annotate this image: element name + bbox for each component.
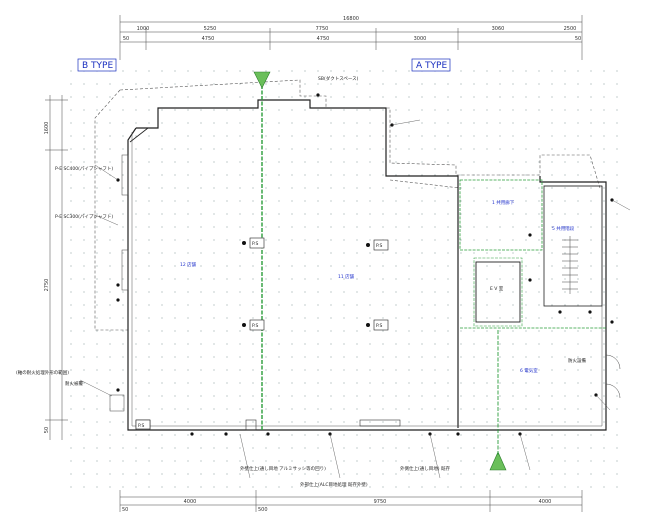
left-note-2: P-E SC300(パイプシャフト) <box>55 214 113 220</box>
left-wall-details <box>109 154 129 412</box>
top-dim-1: 1000 <box>137 26 150 32</box>
room-label-6: 6 電気室 <box>520 367 538 374</box>
bottom-small-2: 500 <box>258 507 268 513</box>
reference-grid <box>60 60 620 490</box>
outer-boundary-dashed <box>119 79 601 189</box>
ps-label-2: P.S <box>376 243 382 249</box>
second-dim-3: 4750 <box>317 36 330 42</box>
b-type-frame <box>77 58 117 72</box>
top-dim-5: 2500 <box>564 26 577 32</box>
left-dim-1: 1600 <box>44 122 50 135</box>
left-note-3: (軸の耐火処理外形の範囲) <box>16 369 69 376</box>
left-note-1: P-E SC400(パイプシャフト) <box>55 166 113 172</box>
left-note-4: 耐火被覆 <box>65 380 83 387</box>
top-dimension-lines <box>119 15 583 60</box>
second-dim-1: 50 <box>123 36 129 42</box>
corridor-room <box>459 179 543 251</box>
room-label-1: 1 共用廊下 <box>492 199 515 206</box>
left-dimension-lines <box>45 95 68 440</box>
left-dim-2: 2750 <box>44 279 50 292</box>
room-label-5: 5 共用階段 <box>552 225 575 232</box>
outer-boundary-dashed-mid <box>389 179 461 189</box>
right-note: 防火設備 <box>568 357 586 364</box>
door-swing-2 <box>605 383 621 399</box>
partition-marker-top <box>253 71 271 89</box>
pipe-shafts <box>135 237 389 430</box>
main-wall-upper <box>136 99 459 428</box>
annotation-leaders <box>79 119 631 479</box>
ev-room <box>475 261 521 323</box>
ev-room-fire-line <box>473 257 523 327</box>
top-note: SB(ダクトスペース) <box>318 75 359 82</box>
bottom-note-1: 外壁仕上(通し目地 アルミサッシ等の回り) <box>240 465 326 472</box>
partition-marker-bottom <box>489 451 507 471</box>
room-label-11: 11 店舗 <box>338 273 355 280</box>
a-type-label: A TYPE <box>416 61 447 71</box>
ps-label-4: P.S <box>376 323 382 329</box>
left-dim-3: 50 <box>44 427 50 433</box>
bottom-note-2: 外部仕上(ALC目地処理 既存外壁) <box>300 481 368 488</box>
top-dim-3: 7750 <box>316 26 329 32</box>
bottom-dim-1: 4000 <box>184 499 197 505</box>
second-dim-5: 50 <box>575 36 581 42</box>
b-type-label: B TYPE <box>82 61 113 71</box>
bottom-dimension-lines <box>119 490 583 512</box>
bottom-note-3: 外側仕上(通し目地) 既存 <box>400 465 450 472</box>
room-label-ev: E V 室 <box>490 285 504 292</box>
second-dim-2: 4750 <box>202 36 215 42</box>
top-dim-2: 5250 <box>204 26 217 32</box>
main-wall-outline <box>127 127 607 431</box>
outer-boundary-dashed-left <box>94 89 130 331</box>
corner-wall <box>129 127 149 143</box>
second-dim-4: 3000 <box>414 36 427 42</box>
room-label-12: 12 店舗 <box>180 261 197 268</box>
top-dim-4: 3060 <box>492 26 505 32</box>
ps-label-1: P.S <box>252 241 258 247</box>
overall-dimension: 16800 <box>343 16 359 22</box>
stair-room <box>543 185 603 307</box>
bottom-dim-2: 9750 <box>374 499 387 505</box>
bottom-small-1: 50 <box>122 507 128 513</box>
a-type-frame <box>411 58 451 72</box>
stair-treads <box>562 236 578 294</box>
bottom-dim-3: 4000 <box>539 499 552 505</box>
door-swing-1 <box>605 354 621 370</box>
ps-label-3: P.S <box>252 323 258 329</box>
ps-label-5: P.S <box>138 423 144 429</box>
